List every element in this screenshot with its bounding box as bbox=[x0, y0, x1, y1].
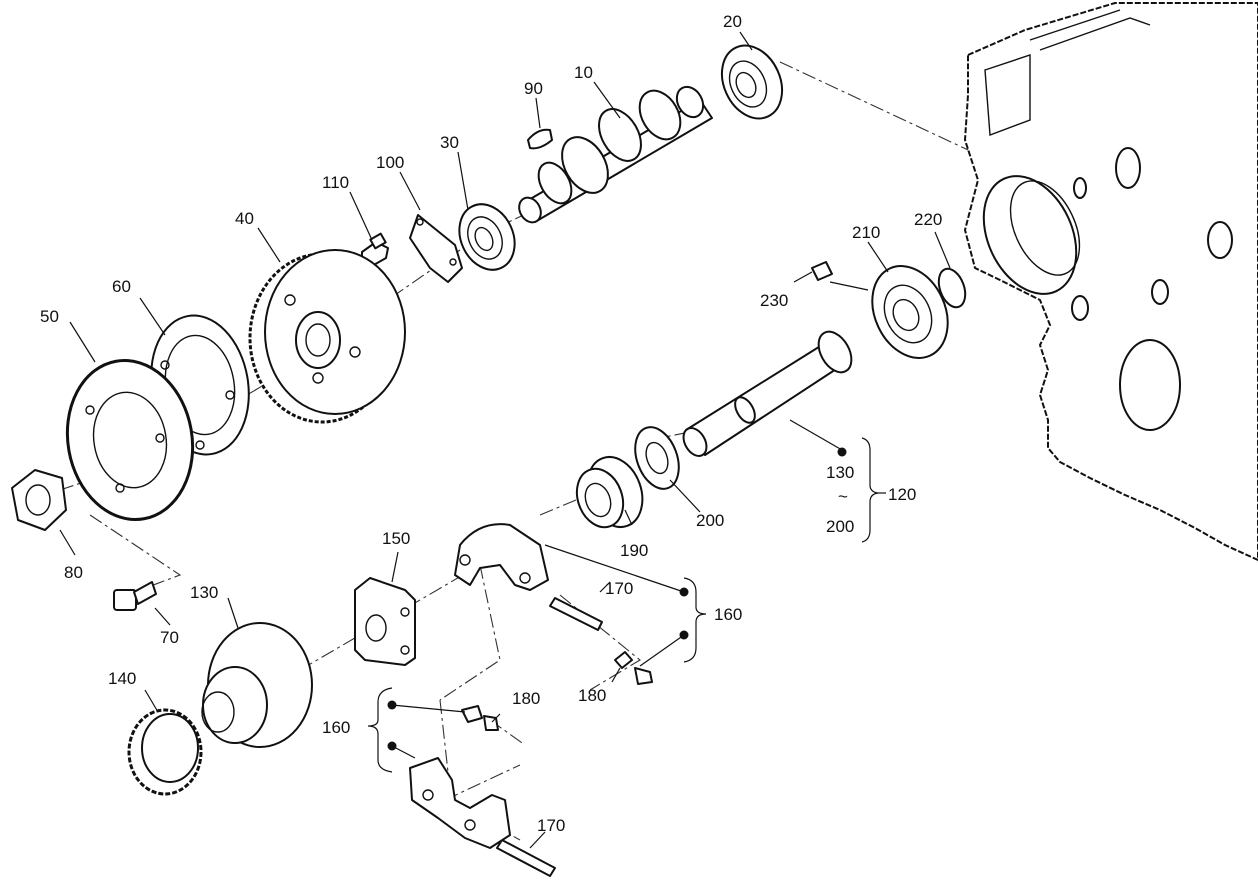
callout-220: 220 bbox=[914, 210, 942, 229]
callout-180-right: 180 bbox=[578, 686, 606, 705]
callout-160-top: 160 bbox=[714, 605, 742, 624]
callout-230: 230 bbox=[760, 291, 788, 310]
callout-130-range: 130 bbox=[826, 463, 854, 482]
callout-130: 130 bbox=[190, 583, 218, 602]
screw-180-left bbox=[461, 705, 499, 731]
callout-170-top: 170 bbox=[605, 579, 633, 598]
collar-190 bbox=[575, 456, 644, 529]
disc-130 bbox=[201, 622, 313, 748]
callout-30: 30 bbox=[440, 133, 459, 152]
callout-200-range: 200 bbox=[826, 517, 854, 536]
sprocket-140 bbox=[127, 708, 203, 796]
callout-100: 100 bbox=[376, 153, 404, 172]
callout-180-left: 180 bbox=[512, 689, 540, 708]
callout-140: 140 bbox=[108, 669, 136, 688]
bearing-210 bbox=[871, 265, 949, 359]
callout-160-bottom: 160 bbox=[322, 718, 350, 737]
callout-20: 20 bbox=[723, 12, 742, 31]
block-150 bbox=[354, 577, 416, 666]
callout-170-bottom: 170 bbox=[537, 816, 565, 835]
engine-block-housing bbox=[964, 2, 1258, 561]
bracket-160-upper bbox=[454, 523, 549, 591]
cam-gear-40 bbox=[248, 249, 406, 424]
bearing-30 bbox=[458, 203, 516, 271]
range-bracket-160-bottom bbox=[367, 687, 397, 773]
flange-50 bbox=[65, 358, 195, 522]
callout-210: 210 bbox=[852, 223, 880, 242]
pin-170-bottom bbox=[496, 839, 556, 877]
camshaft-10 bbox=[518, 85, 713, 224]
callout-150: 150 bbox=[382, 529, 410, 548]
plug-230 bbox=[811, 261, 833, 281]
shaft-120 bbox=[682, 330, 853, 457]
woodruff-key-90 bbox=[527, 128, 553, 150]
callout-110: 110 bbox=[322, 173, 349, 192]
callout-50: 50 bbox=[40, 307, 59, 326]
bolt-70 bbox=[113, 581, 157, 611]
callout-40: 40 bbox=[235, 209, 254, 228]
leader-lines bbox=[59, 31, 951, 849]
callout-200: 200 bbox=[696, 511, 724, 530]
callout-80: 80 bbox=[64, 563, 83, 582]
bracket-160-lower bbox=[409, 757, 511, 849]
callout-120: 120 bbox=[888, 485, 916, 504]
range-bracket-160-top bbox=[679, 577, 707, 663]
bearing-20 bbox=[720, 44, 784, 120]
callout-90: 90 bbox=[524, 79, 543, 98]
nut-80 bbox=[11, 469, 67, 531]
callout-190: 190 bbox=[620, 541, 648, 560]
screw-180-right bbox=[614, 651, 653, 685]
callout-70: 70 bbox=[160, 628, 179, 647]
callout-labels: 20 10 90 30 100 110 40 60 50 80 70 130 1… bbox=[40, 12, 942, 835]
retainer-plate-100 bbox=[409, 214, 463, 283]
pin-170-top bbox=[549, 597, 603, 631]
snap-ring-220 bbox=[937, 267, 967, 309]
washer-200 bbox=[634, 426, 680, 490]
callout-60: 60 bbox=[112, 277, 131, 296]
callout-10: 10 bbox=[574, 63, 593, 82]
range-bracket-120 bbox=[837, 437, 886, 543]
callout-range-tilde: ~ bbox=[838, 487, 848, 506]
